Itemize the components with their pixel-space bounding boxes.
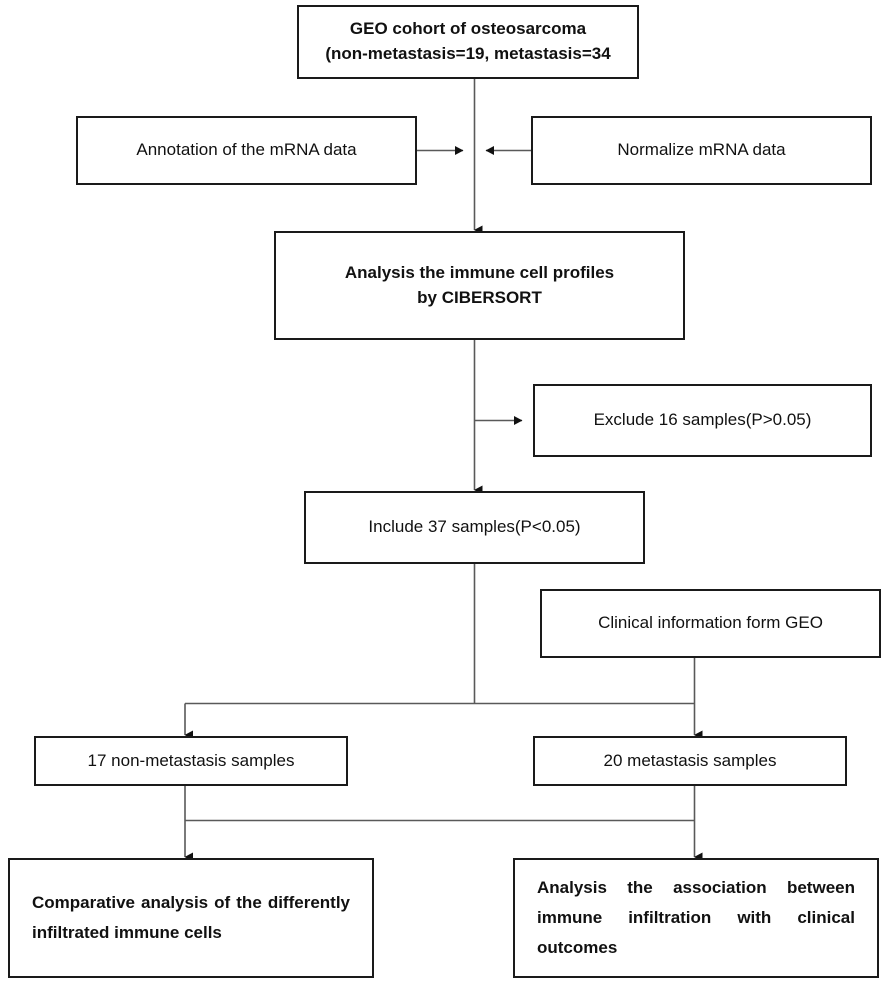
node-clinical-information[interactable]: Clinical information form GEO [540,589,881,658]
node-normalize-mrna-label: Normalize mRNA data [617,140,786,160]
node-exclude-samples[interactable]: Exclude 16 samples(P>0.05) [533,384,872,457]
node-association-analysis-label: Analysis the association between immune … [537,878,855,957]
node-annotation-mrna[interactable]: Annotation of the mRNA data [76,116,417,185]
node-non-metastasis-samples-label: 17 non-metastasis samples [87,750,295,770]
node-clinical-information-label: Clinical information form GEO [598,613,823,633]
node-geo-cohort[interactable]: GEO cohort of osteosarcoma (non-metastas… [297,5,639,79]
node-metastasis-samples[interactable]: 20 metastasis samples [533,736,847,786]
node-comparative-analysis-label: Comparative analysis of the differently … [32,893,350,942]
node-comparative-analysis[interactable]: Comparative analysis of the differently … [8,858,374,978]
node-include-samples[interactable]: Include 37 samples(P<0.05) [304,491,645,564]
node-cibersort-analysis-label: Analysis the immune cell profiles by CIB… [344,262,615,307]
node-annotation-mrna-label: Annotation of the mRNA data [136,140,357,160]
node-normalize-mrna[interactable]: Normalize mRNA data [531,116,872,185]
node-geo-cohort-label: GEO cohort of osteosarcoma (non-metastas… [325,19,611,63]
node-metastasis-samples-label: 20 metastasis samples [603,750,777,770]
node-cibersort-analysis[interactable]: Analysis the immune cell profiles by CIB… [274,231,685,340]
node-non-metastasis-samples[interactable]: 17 non-metastasis samples [34,736,348,786]
node-association-analysis[interactable]: Analysis the association between immune … [513,858,879,978]
node-exclude-samples-label: Exclude 16 samples(P>0.05) [593,410,812,430]
node-include-samples-label: Include 37 samples(P<0.05) [368,517,581,537]
